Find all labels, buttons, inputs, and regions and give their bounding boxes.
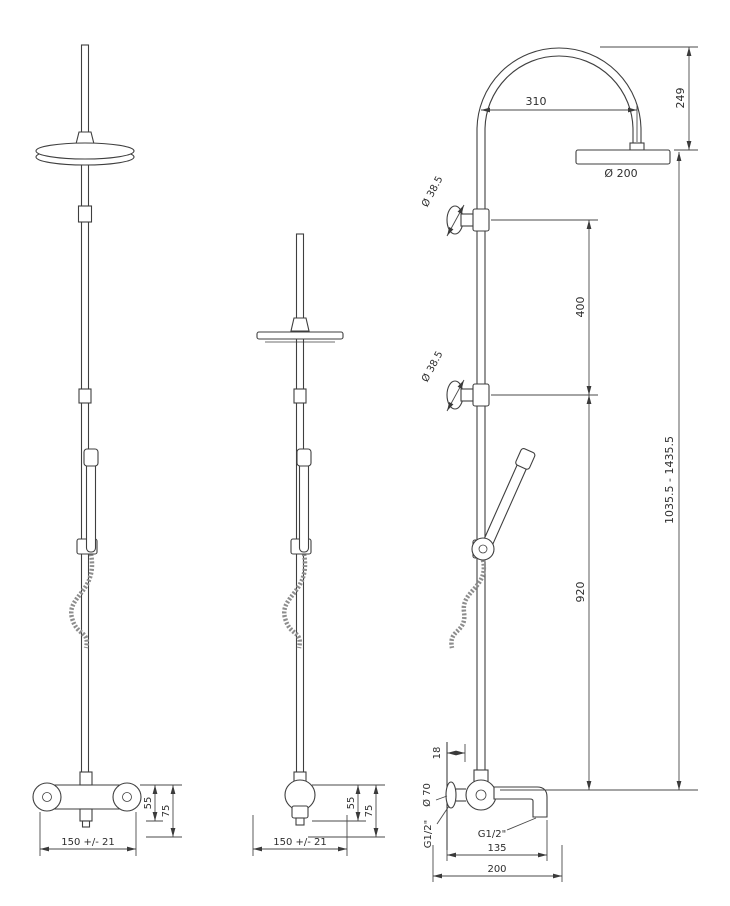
dim-inlet-thread: G1/2" <box>423 805 450 848</box>
figure-side-view: 150 +/- 21 55 75 <box>252 233 385 856</box>
figure-dimensioned-view: 310 249 Ø 200 Ø 38.5 Ø 38.5 400 920 <box>419 46 698 882</box>
dim-body-height: 75 <box>146 785 182 838</box>
diverter-knob <box>79 771 93 786</box>
dim-label-bracket-top: Ø 38.5 <box>419 174 445 209</box>
pipe-union <box>77 205 93 223</box>
pipe-union <box>293 388 307 404</box>
figure-front-view: 150 +/- 21 55 75 <box>32 44 182 856</box>
dim-arc-height: 249 <box>600 46 698 151</box>
riser-pipe <box>476 130 486 790</box>
wall-escutcheon <box>445 781 457 809</box>
lower-wall-bracket <box>446 380 490 410</box>
dim-escutcheon-diameter: Ø 70 <box>421 783 448 807</box>
holder-knob <box>471 537 495 561</box>
shower-hose <box>282 553 308 649</box>
dim-spout-reach: 135 <box>446 820 548 861</box>
dim-label-18: 18 <box>432 747 443 760</box>
dim-label-g12-left: G1/2" <box>423 820 434 848</box>
dim-label-g12-right: G1/2" <box>478 829 506 840</box>
dim-overall-reach: 200 <box>432 845 563 882</box>
pipe-union <box>78 388 92 404</box>
dim-total-height: 1035.5 - 1435.5 <box>663 152 682 790</box>
dim-label-310: 310 <box>526 95 547 108</box>
dim-supply-spacing: 150 +/- 21 <box>39 812 137 856</box>
dim-riser-length: 920 <box>500 395 698 791</box>
head-connector <box>290 317 310 332</box>
right-handle <box>112 782 142 812</box>
dim-label-75: 75 <box>161 805 172 818</box>
shower-hose <box>69 553 95 649</box>
dim-label-75: 75 <box>364 805 375 818</box>
dim-label-escutcheon: Ø 70 <box>421 783 433 807</box>
shower-hose <box>449 559 487 649</box>
mixer-body <box>32 771 142 828</box>
dim-outlet-thread: G1/2" <box>478 817 537 840</box>
spout-outlet <box>79 808 93 822</box>
head-connector <box>629 142 645 151</box>
dim-label-bracket-bottom: Ø 38.5 <box>419 349 445 384</box>
overhead-shower-head <box>35 142 135 166</box>
dim-label-249: 249 <box>674 88 687 109</box>
hand-shower <box>296 448 312 553</box>
mixer-body-side <box>284 771 316 826</box>
overhead-shower-head-side <box>575 149 671 165</box>
bath-mixer-side <box>445 769 548 818</box>
spout-outlet <box>295 817 305 826</box>
dim-spout-height: 55 <box>312 784 385 822</box>
dim-label-supply-spacing: 150 +/- 21 <box>273 837 327 848</box>
bath-spout <box>493 786 548 818</box>
dim-body-height: 75 <box>308 785 385 838</box>
dim-bracket-spacing: 400 <box>491 219 598 396</box>
dim-label-55: 55 <box>143 797 154 810</box>
dim-label-55: 55 <box>346 797 357 810</box>
left-handle <box>32 782 62 812</box>
upper-wall-bracket <box>446 205 490 235</box>
dim-label-total-height: 1035.5 - 1435.5 <box>663 436 676 524</box>
curved-shower-arm <box>476 47 642 144</box>
overhead-shower-head-side <box>256 331 344 343</box>
dim-label-400: 400 <box>574 297 587 318</box>
dim-label-135: 135 <box>487 843 506 854</box>
dim-wall-offset: 18 <box>432 744 466 762</box>
dim-label-920: 920 <box>574 582 587 603</box>
hand-shower <box>482 448 536 547</box>
hand-shower <box>83 448 99 553</box>
dim-arm-reach: 310 <box>481 95 638 142</box>
dim-label-head-diameter: Ø 200 <box>604 167 637 180</box>
dim-label-200: 200 <box>487 864 506 875</box>
dim-supply-spacing: 150 +/- 21 <box>252 815 348 856</box>
dim-label-supply-spacing: 150 +/- 21 <box>61 837 115 848</box>
